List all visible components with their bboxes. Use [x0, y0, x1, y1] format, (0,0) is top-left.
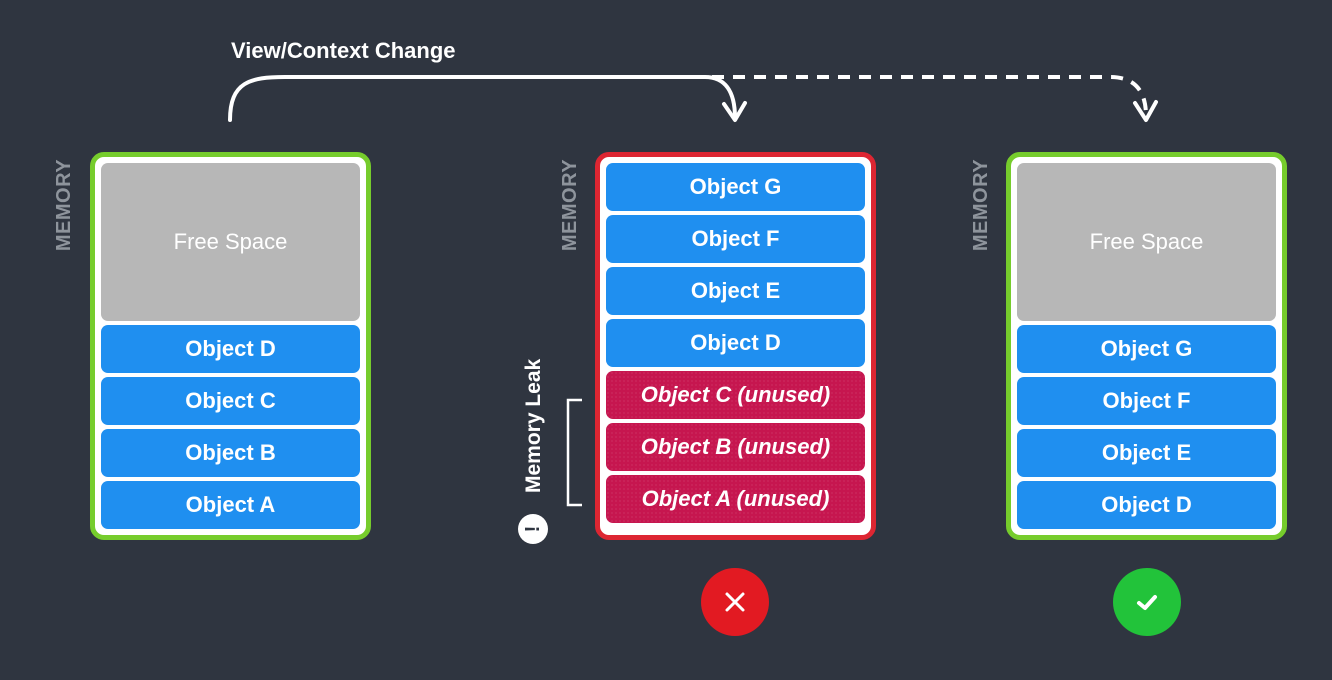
- context-change-title: View/Context Change: [231, 38, 456, 63]
- memory-panel-after: Free Space Object G Object F Object E Ob…: [1006, 152, 1287, 540]
- leaked-object-block: Object C (unused): [606, 371, 865, 419]
- memory-leak-label: Memory Leak: [522, 358, 545, 493]
- memory-label-after: MEMORY: [970, 158, 992, 252]
- memory-label-before: MEMORY: [53, 158, 75, 252]
- object-block: Object F: [1017, 377, 1276, 425]
- object-block: Object D: [606, 319, 865, 367]
- object-block: Object D: [101, 325, 360, 373]
- free-space-block: Free Space: [101, 163, 360, 321]
- exclamation-icon: !: [518, 514, 548, 544]
- x-icon: [701, 568, 769, 636]
- object-block: Object F: [606, 215, 865, 263]
- memory-panel-before: Free Space Object D Object C Object B Ob…: [90, 152, 371, 540]
- memory-panel-leak: Object G Object F Object E Object D Obje…: [595, 152, 876, 540]
- solid-arrow: [228, 75, 737, 122]
- dashed-arrow-head: [1133, 100, 1158, 122]
- leak-bracket: [566, 398, 582, 507]
- leaked-object-block: Object B (unused): [606, 423, 865, 471]
- object-block: Object C: [101, 377, 360, 425]
- object-block: Object D: [1017, 481, 1276, 529]
- object-block: Object E: [606, 267, 865, 315]
- object-block: Object A: [101, 481, 360, 529]
- free-space-block: Free Space: [1017, 163, 1276, 321]
- object-block: Object G: [606, 163, 865, 211]
- check-icon: [1113, 568, 1181, 636]
- leaked-object-block: Object A (unused): [606, 475, 865, 523]
- object-block: Object B: [101, 429, 360, 477]
- solid-arrow-head: [722, 101, 747, 122]
- object-block: Object G: [1017, 325, 1276, 373]
- memory-label-leak: MEMORY: [559, 158, 581, 252]
- dashed-arrow: [712, 75, 1148, 117]
- object-block: Object E: [1017, 429, 1276, 477]
